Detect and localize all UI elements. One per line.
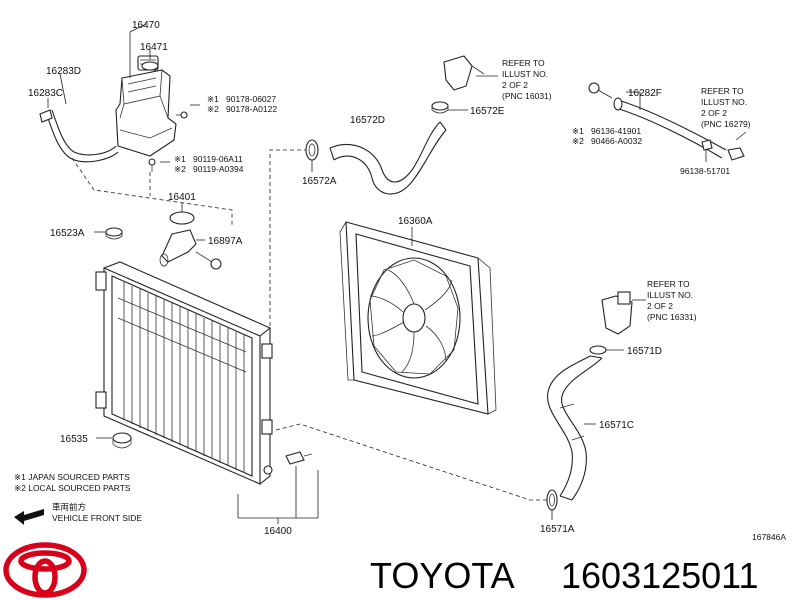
hose-16283D bbox=[45, 109, 119, 163]
label-16400: 16400 bbox=[264, 526, 292, 537]
note-clip-pn2: 90466-A0032 bbox=[591, 136, 642, 146]
refer2-line2: ILLUST NO. bbox=[701, 97, 747, 107]
refer3-line2: ILLUST NO. bbox=[647, 290, 693, 300]
brand-name: TOYOTA bbox=[370, 555, 515, 596]
label-16535: 16535 bbox=[60, 434, 88, 445]
cushion-16535 bbox=[112, 432, 132, 449]
label-16571C: 16571C bbox=[599, 420, 634, 431]
legend-japan-sourced: ※1 JAPAN SOURCED PARTS bbox=[14, 472, 130, 482]
label-16572D: 16572D bbox=[350, 115, 385, 126]
refer3-line1: REFER TO bbox=[647, 279, 690, 289]
refer2-line4: (PNC 16279) bbox=[701, 119, 751, 129]
refer2-line3: 2 OF 2 bbox=[701, 108, 727, 118]
drain-cock bbox=[285, 451, 313, 465]
clamp-16571A bbox=[546, 489, 558, 511]
note-bolt1-pn2: 90178-A0122 bbox=[226, 104, 277, 114]
part-number: 1603125011 bbox=[561, 555, 759, 596]
filler-neck-16897A bbox=[159, 229, 197, 267]
bolt-upper bbox=[176, 111, 188, 119]
refer1-line1: REFER TO bbox=[502, 58, 545, 68]
label-16283C: 16283C bbox=[28, 88, 63, 99]
radiator-16400 bbox=[95, 261, 273, 485]
note-bolt2-mark2: ※2 bbox=[174, 164, 186, 174]
fan-shroud-16360A bbox=[339, 221, 497, 415]
label-16283D: 16283D bbox=[46, 66, 81, 77]
upper-hose-16572D bbox=[329, 121, 447, 195]
toyota-logo-icon bbox=[3, 542, 87, 598]
note-bolt2-pn1: 90119-06A11 bbox=[193, 154, 243, 164]
label-16897A: 16897A bbox=[208, 236, 243, 247]
note-clip-pn1: 96136-41901 bbox=[591, 126, 641, 136]
label-96138: 96138-51701 bbox=[680, 166, 730, 176]
label-16360A: 16360A bbox=[398, 216, 433, 227]
clamp-16572A bbox=[305, 139, 319, 161]
note-clip-mark1: ※1 bbox=[572, 126, 584, 136]
clip-upper-right bbox=[588, 82, 600, 94]
refer2-line1: REFER TO bbox=[701, 86, 744, 96]
note-bolt2-pn2: 90119-A0394 bbox=[193, 164, 244, 174]
refer3-line4: (PNC 16331) bbox=[647, 312, 697, 322]
arrow-left-icon bbox=[14, 509, 44, 525]
vehicle-front-en: VEHICLE FRONT SIDE bbox=[52, 513, 142, 523]
note-clip-mark2: ※2 bbox=[572, 136, 584, 146]
clip-96138 bbox=[701, 139, 745, 161]
label-16523A: 16523A bbox=[50, 228, 85, 239]
label-16571A: 16571A bbox=[540, 524, 575, 535]
clamp-16572E bbox=[431, 101, 449, 114]
cap-16471 bbox=[141, 61, 159, 71]
label-16471: 16471 bbox=[140, 42, 168, 53]
vehicle-front-jp: 車両前方 bbox=[52, 502, 86, 512]
note-bolt1-pn1: 90178-06027 bbox=[226, 94, 276, 104]
label-16571D: 16571D bbox=[627, 346, 662, 357]
reserve-tank-16470 bbox=[115, 55, 177, 157]
refer3-line3: 2 OF 2 bbox=[647, 301, 673, 311]
outlet-fitting bbox=[443, 55, 485, 91]
bolt-lower bbox=[148, 158, 156, 172]
lower-hose-16571C bbox=[547, 355, 603, 501]
label-16401: 16401 bbox=[168, 192, 196, 203]
legend-local-sourced: ※2 LOCAL SOURCED PARTS bbox=[14, 483, 131, 493]
label-16572A: 16572A bbox=[302, 176, 337, 187]
clamp-16571D bbox=[589, 345, 607, 355]
clip-16283C bbox=[39, 109, 53, 123]
inlet-fitting bbox=[601, 291, 633, 335]
refer1-line4: (PNC 16031) bbox=[502, 91, 552, 101]
label-16282F: 16282F bbox=[628, 88, 662, 99]
note-bolt1-mark2: ※2 bbox=[207, 104, 219, 114]
note-bolt1-mark1: ※1 bbox=[207, 94, 219, 104]
hose-16282F bbox=[613, 97, 727, 159]
note-bolt2-mark1: ※1 bbox=[174, 154, 186, 164]
diagram-id: 167846A bbox=[752, 532, 786, 542]
label-16572E: 16572E bbox=[470, 106, 505, 117]
refer1-line3: 2 OF 2 bbox=[502, 80, 528, 90]
refer1-line2: ILLUST NO. bbox=[502, 69, 548, 79]
radiator-cap-16401 bbox=[169, 211, 195, 225]
label-16470: 16470 bbox=[132, 20, 160, 31]
grommet-16523A bbox=[105, 227, 123, 240]
